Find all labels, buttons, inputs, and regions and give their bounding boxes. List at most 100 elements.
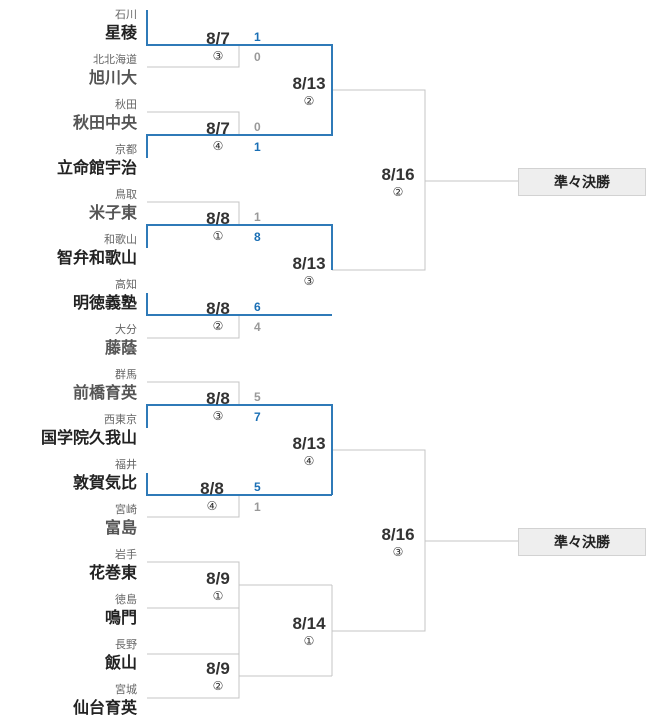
game-number: ① xyxy=(304,634,315,648)
score: 1 xyxy=(254,500,261,514)
prefecture-label: 京都 xyxy=(115,142,137,156)
quarterfinal-label: 準々決勝 xyxy=(518,168,646,196)
prefecture-label: 長野 xyxy=(115,638,137,651)
game-number: ② xyxy=(393,185,404,199)
game-number: ③ xyxy=(393,545,404,559)
prefecture-label: 北北海道 xyxy=(93,52,137,66)
match: 8/13 ③ xyxy=(292,254,325,288)
school-name: 米子東 xyxy=(89,203,137,222)
score: 1 xyxy=(254,30,261,44)
match-date: 8/16 xyxy=(381,525,414,544)
match-date: 8/14 xyxy=(292,614,326,633)
score: 5 xyxy=(254,480,261,494)
team-entry: 宮城 仙台育英 xyxy=(73,682,138,717)
game-number: ② xyxy=(213,319,224,333)
school-name: 花巻東 xyxy=(89,563,137,582)
game-number: ④ xyxy=(213,139,224,153)
team-entry: 宮崎 富島 xyxy=(105,502,137,537)
score: 7 xyxy=(254,410,261,424)
match-date: 8/7 xyxy=(206,119,230,138)
school-name: 旭川大 xyxy=(88,68,137,87)
score: 5 xyxy=(254,390,261,404)
game-number: ② xyxy=(304,94,315,108)
team-entry: 京都 立命館宇治 xyxy=(57,142,137,177)
round-1: 8/7 ③ 1 0 8/7 ④ 0 1 8/8 ① 1 8 8/8 ② 6 4 … xyxy=(200,29,261,693)
team-entry: 鳥取 米子東 xyxy=(89,187,137,222)
match: 8/16 ③ xyxy=(381,525,414,559)
game-number: ④ xyxy=(207,499,218,513)
match: 8/9 ① xyxy=(206,569,230,603)
game-number: ③ xyxy=(213,49,224,63)
school-name: 智弁和歌山 xyxy=(57,248,137,267)
prefecture-label: 鳥取 xyxy=(115,187,137,201)
team-entry: 秋田 秋田中央 xyxy=(73,97,138,132)
score: 0 xyxy=(254,120,261,134)
match: 8/14 ① xyxy=(292,614,326,648)
prefecture-label: 和歌山 xyxy=(104,232,137,246)
team-list: 石川 星稜 北北海道 旭川大 秋田 秋田中央 京都 立命館宇治 鳥取 米子東 和… xyxy=(41,9,138,717)
score: 6 xyxy=(254,300,261,314)
team-entry: 高知 明徳義塾 xyxy=(73,277,137,312)
match: 8/7 ④ 0 1 xyxy=(206,119,261,154)
game-number: ② xyxy=(213,679,224,693)
prefecture-label: 宮城 xyxy=(115,682,137,696)
school-name: 敦賀気比 xyxy=(73,473,137,492)
prefecture-label: 群馬 xyxy=(115,367,137,381)
score: 4 xyxy=(254,320,261,334)
prefecture-label: 高知 xyxy=(115,277,137,291)
match: 8/13 ② xyxy=(292,74,325,108)
game-number: ① xyxy=(213,589,224,603)
match-date: 8/16 xyxy=(381,165,414,184)
team-entry: 福井 敦賀気比 xyxy=(73,457,137,492)
game-number: ① xyxy=(213,229,224,243)
school-name: 仙台育英 xyxy=(73,698,138,717)
match-date: 8/7 xyxy=(206,29,230,48)
bracket-lines xyxy=(147,45,518,699)
quarterfinal-label: 準々決勝 xyxy=(518,528,646,556)
match-date: 8/8 xyxy=(206,209,230,228)
prefecture-label: 徳島 xyxy=(115,592,137,606)
game-number: ③ xyxy=(304,274,315,288)
school-name: 星稜 xyxy=(105,24,138,42)
prefecture-label: 大分 xyxy=(115,322,137,336)
match-date: 8/8 xyxy=(200,479,224,498)
match-date: 8/13 xyxy=(292,434,325,453)
match-date: 8/8 xyxy=(206,299,230,318)
score: 1 xyxy=(254,210,261,224)
match: 8/16 ② xyxy=(381,165,414,199)
match: 8/9 ② xyxy=(206,659,230,693)
match: 8/8 ① 1 8 xyxy=(206,209,261,244)
match-date: 8/9 xyxy=(206,659,230,678)
match-date: 8/13 xyxy=(292,74,325,93)
school-name: 明徳義塾 xyxy=(73,293,137,312)
match: 8/7 ③ 1 0 xyxy=(206,29,261,64)
winner-path-lines xyxy=(146,10,333,496)
team-entry: 北北海道 旭川大 xyxy=(88,52,137,87)
match-date: 8/13 xyxy=(292,254,325,273)
team-entry: 長野 飯山 xyxy=(104,638,137,672)
match: 8/8 ② 6 4 xyxy=(206,299,261,334)
round-2: 8/13 ② 8/13 ③ 8/13 ④ 8/14 ① xyxy=(292,74,326,648)
team-entry: 群馬 前橋育英 xyxy=(73,367,138,402)
match-date: 8/9 xyxy=(206,569,230,588)
school-name: 富島 xyxy=(105,518,137,537)
team-entry: 徳島 鳴門 xyxy=(105,592,137,627)
match: 8/13 ④ xyxy=(292,434,325,468)
team-entry: 石川 星稜 xyxy=(105,9,138,42)
school-name: 前橋育英 xyxy=(73,383,138,402)
match: 8/8 ③ 5 7 xyxy=(206,389,261,424)
team-entry: 西東京 国学院久我山 xyxy=(41,412,137,447)
team-entry: 大分 藤蔭 xyxy=(105,322,138,357)
school-name: 藤蔭 xyxy=(105,338,138,357)
prefecture-label: 石川 xyxy=(115,9,137,21)
team-entry: 岩手 花巻東 xyxy=(89,547,137,582)
score: 1 xyxy=(254,140,261,154)
team-entry: 和歌山 智弁和歌山 xyxy=(57,232,137,267)
school-name: 鳴門 xyxy=(105,608,137,627)
score: 0 xyxy=(254,50,261,64)
school-name: 飯山 xyxy=(104,653,137,672)
prefecture-label: 宮崎 xyxy=(115,502,137,516)
prefecture-label: 西東京 xyxy=(104,412,137,426)
school-name: 秋田中央 xyxy=(73,113,138,132)
game-number: ③ xyxy=(213,409,224,423)
